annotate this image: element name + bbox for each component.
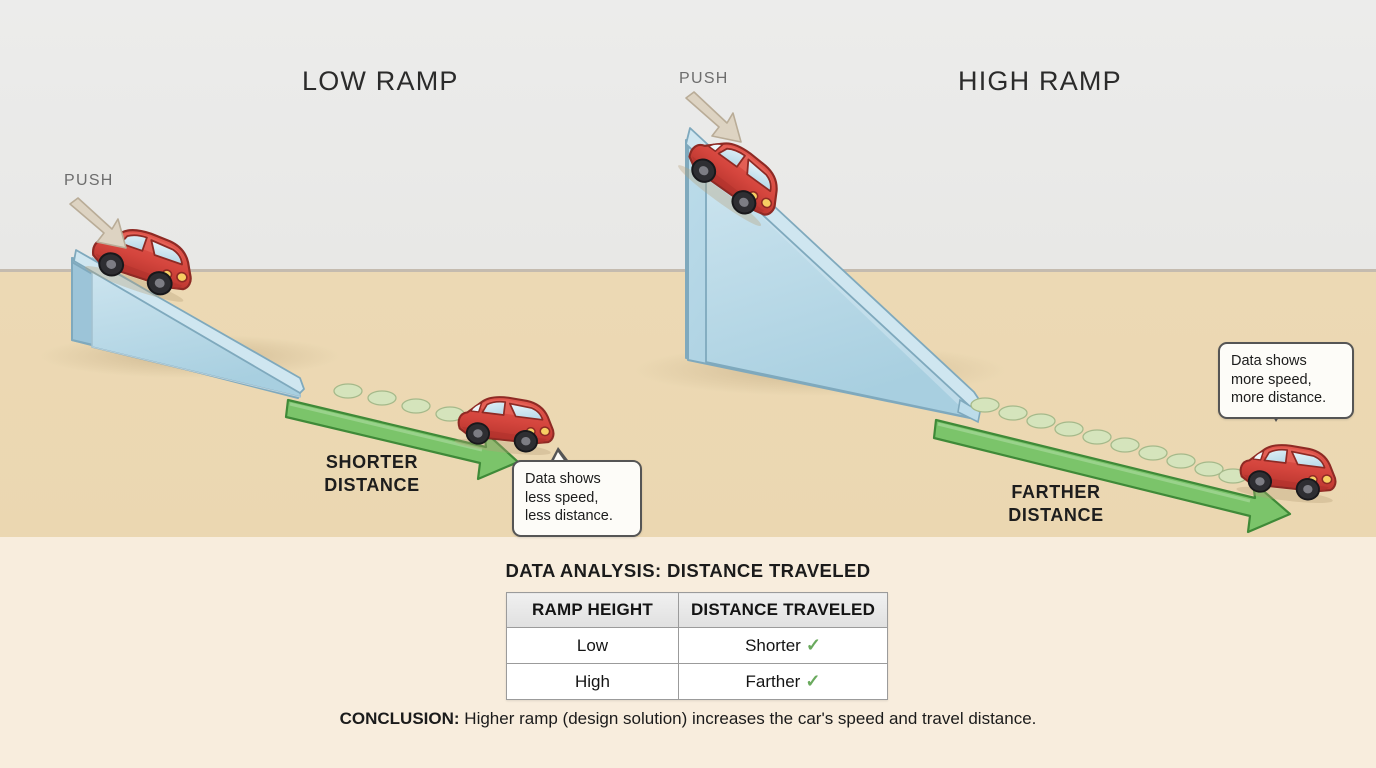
- high-ramp-group: [635, 91, 1341, 534]
- table-row: Low Shorter✓: [506, 627, 889, 664]
- table-row: High Farther✓: [506, 663, 889, 700]
- push-arrow-icon: [685, 91, 742, 143]
- distance-label-high: FARTHER DISTANCE: [1008, 482, 1104, 525]
- data-analysis-title: DATA ANALYSIS: DISTANCE TRAVELED: [505, 560, 871, 581]
- table-header-distance-traveled: DISTANCE TRAVELED: [677, 592, 889, 628]
- cell-ramp-height-low: Low: [506, 627, 679, 664]
- speech-bubble-low: Data shows less speed, less distance.: [512, 460, 642, 537]
- conclusion-label: CONCLUSION:: [339, 709, 460, 728]
- table-header-ramp-height: RAMP HEIGHT: [506, 592, 679, 628]
- cell-distance-low-text: Shorter: [745, 636, 801, 655]
- trail-dots-high: [970, 397, 1248, 484]
- push-label-high: PUSH: [679, 70, 729, 87]
- push-arrow-icon: [69, 197, 127, 249]
- push-label-low: PUSH: [64, 172, 114, 189]
- cell-distance-high-text: Farther: [745, 672, 801, 691]
- page-title-high-ramp: HIGH RAMP: [958, 66, 1122, 96]
- data-analysis-table: RAMP HEIGHT DISTANCE TRAVELED Low Shorte…: [506, 592, 889, 700]
- conclusion-text: Higher ramp (design solution) increases …: [459, 709, 1037, 728]
- table-header-row: RAMP HEIGHT DISTANCE TRAVELED: [506, 592, 889, 628]
- cell-distance-high: Farther✓: [677, 663, 889, 700]
- distance-label-low: SHORTER DISTANCE: [324, 452, 420, 495]
- cell-distance-low: Shorter✓: [677, 627, 889, 664]
- checkmark-icon: ✓: [805, 635, 821, 655]
- page-title-low-ramp: LOW RAMP: [302, 66, 459, 96]
- speech-bubble-high: Data shows more speed, more distance.: [1218, 342, 1354, 419]
- low-ramp-group: [40, 197, 559, 481]
- conclusion-line: CONCLUSION: Higher ramp (design solution…: [0, 709, 1376, 729]
- checkmark-icon: ✓: [805, 671, 821, 691]
- cell-ramp-height-high: High: [506, 663, 679, 700]
